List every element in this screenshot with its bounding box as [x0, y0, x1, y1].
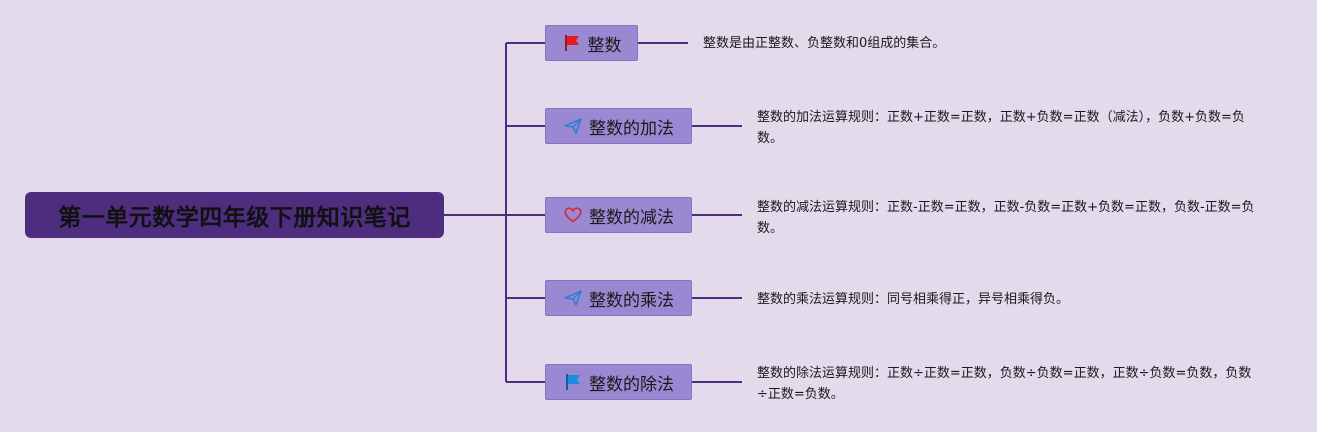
note-multiplication: 整数的乘法运算规则：同号相乘得正，异号相乘得负。	[757, 292, 1070, 307]
heart-icon	[563, 205, 583, 225]
paper-plane-icon	[563, 116, 583, 136]
branch-label: 整数	[587, 35, 622, 56]
red-flag-icon	[562, 33, 582, 53]
branch-integer[interactable]: 整数	[545, 25, 638, 61]
branch-multiplication[interactable]: 整数的乘法	[545, 280, 692, 316]
branch-label: 整数的加法	[589, 118, 674, 139]
branch-label: 整数的乘法	[589, 290, 674, 311]
root-topic[interactable]: 第一单元数学四年级下册知识笔记	[25, 192, 444, 238]
branch-division[interactable]: 整数的除法	[545, 364, 692, 400]
paper-plane-icon	[563, 288, 583, 308]
root-title: 第一单元数学四年级下册知识笔记	[58, 205, 411, 231]
blue-flag-icon	[563, 372, 583, 392]
branch-addition[interactable]: 整数的加法	[545, 108, 692, 144]
branch-subtraction[interactable]: 整数的减法	[545, 197, 692, 233]
note-subtraction: 整数的减法运算规则：正数-正数=正数，正数-负数=正数+负数=正数，负数-正数=…	[757, 200, 1255, 236]
note-addition: 整数的加法运算规则：正数+正数=正数，正数+负数=正数（减法），负数+负数=负数…	[757, 110, 1245, 146]
branch-label: 整数的减法	[589, 207, 674, 228]
note-integer: 整数是由正整数、负整数和0组成的集合。	[703, 36, 946, 51]
branch-label: 整数的除法	[589, 374, 674, 395]
note-division: 整数的除法运算规则：正数÷正数=正数，负数÷负数=正数，正数÷负数=负数，负数÷…	[757, 366, 1252, 402]
